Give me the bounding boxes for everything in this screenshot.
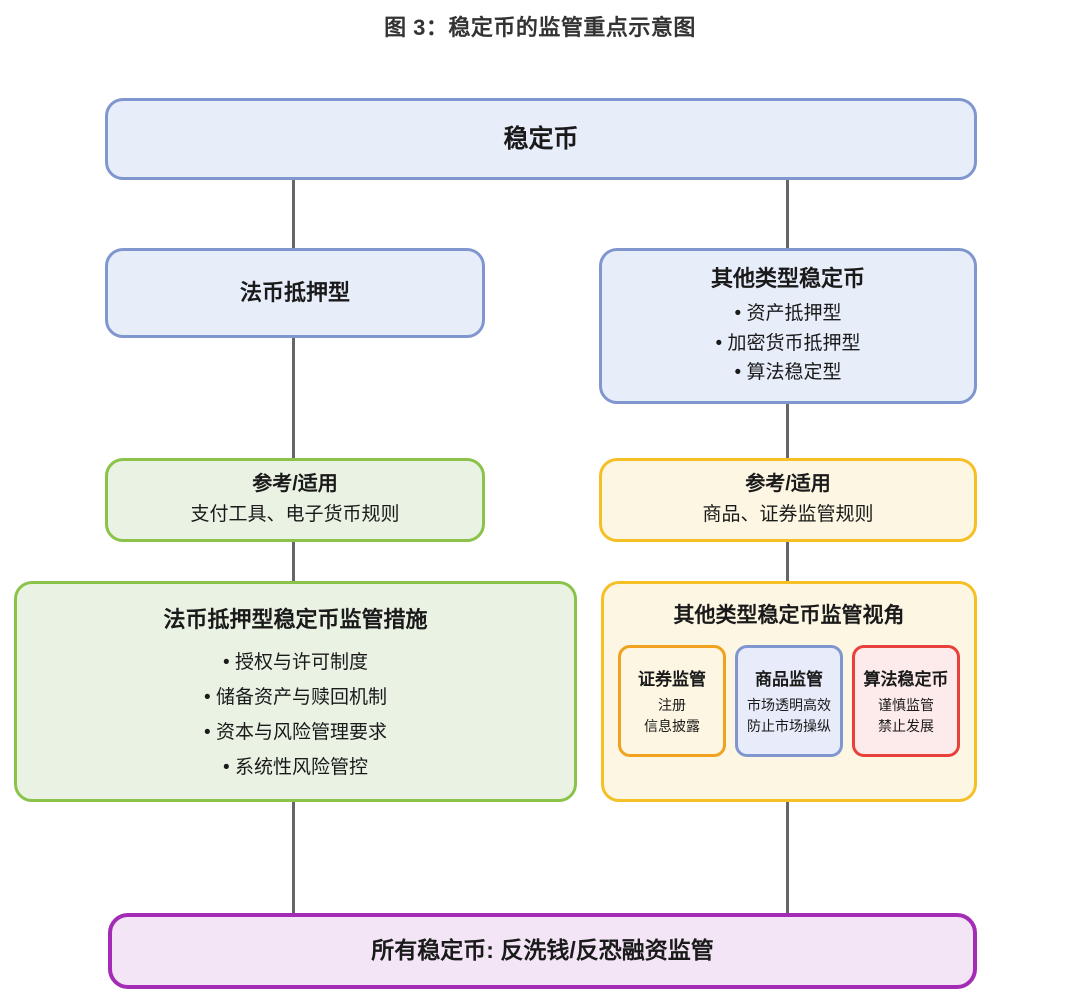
list-item: 算法稳定型 [716, 358, 861, 387]
node-other-views-title: 其他类型稳定币监管视角 [673, 604, 905, 627]
node-reference-payment-title: 参考/适用 [252, 472, 338, 495]
subnode-line: 谨慎监管 [878, 697, 934, 714]
node-fiat-backed[interactable]: 法币抵押型 [105, 248, 485, 338]
figure-title: 图 3：稳定币的监管重点示意图 [384, 15, 696, 40]
connector-root-to-fiat [292, 180, 295, 248]
node-aml-cft[interactable]: 所有稳定币: 反洗钱/反恐融资监管 [108, 913, 977, 989]
node-reference-payment-subtitle: 支付工具、电子货币规则 [190, 503, 400, 525]
node-fiat-measures-list: 授权与许可制度 储备资产与赎回机制 资本与风险管理要求 系统性风险管控 [204, 645, 387, 786]
connector-views-to-aml [786, 802, 789, 913]
connector-other-to-reference [786, 404, 789, 458]
subnode-commodity-regulation-title: 商品监管 [755, 670, 823, 690]
subnode-line: 禁止发展 [878, 718, 934, 735]
subnode-line: 注册 [658, 697, 686, 714]
subnode-securities-regulation-title: 证券监管 [638, 670, 706, 690]
node-stablecoin[interactable]: 稳定币 [105, 98, 977, 180]
list-item: 储备资产与赎回机制 [204, 680, 387, 715]
node-fiat-backed-title: 法币抵押型 [239, 279, 350, 305]
node-aml-cft-title: 所有稳定币: 反洗钱/反恐融资监管 [371, 937, 714, 964]
connector-reference-to-views [786, 542, 789, 581]
connector-root-to-other [786, 180, 789, 248]
node-other-types[interactable]: 其他类型稳定币 资产抵押型 加密货币抵押型 算法稳定型 [599, 248, 977, 404]
node-other-views[interactable]: 其他类型稳定币监管视角 证券监管 注册 信息披露 商品监管 市场透明高效 防止市… [601, 581, 977, 802]
connector-fiat-to-reference [292, 338, 295, 458]
node-other-views-subnodes: 证券监管 注册 信息披露 商品监管 市场透明高效 防止市场操纵 算法稳定币 谨慎… [618, 645, 960, 758]
subnode-line: 信息披露 [644, 718, 700, 735]
node-reference-securities[interactable]: 参考/适用 商品、证券监管规则 [599, 458, 977, 542]
list-item: 加密货币抵押型 [716, 329, 860, 358]
subnode-algorithmic-stablecoin-title: 算法稳定币 [863, 670, 949, 690]
node-reference-securities-title: 参考/适用 [745, 472, 831, 495]
node-fiat-measures-title: 法币抵押型稳定币监管措施 [163, 607, 428, 632]
connector-measures-to-aml [292, 802, 295, 913]
node-other-types-list: 资产抵押型 加密货币抵押型 算法稳定型 [716, 299, 861, 387]
node-reference-payment[interactable]: 参考/适用 支付工具、电子货币规则 [105, 458, 485, 542]
subnode-line: 市场透明高效 [747, 697, 831, 714]
subnode-line: 防止市场操纵 [747, 718, 831, 735]
subnode-commodity-regulation[interactable]: 商品监管 市场透明高效 防止市场操纵 [735, 645, 843, 758]
list-item: 资产抵押型 [716, 299, 861, 328]
node-other-types-title: 其他类型稳定币 [710, 265, 865, 291]
subnode-securities-regulation[interactable]: 证券监管 注册 信息披露 [618, 645, 726, 758]
subnode-algorithmic-stablecoin[interactable]: 算法稳定币 谨慎监管 禁止发展 [852, 645, 960, 758]
node-reference-securities-subtitle: 商品、证券监管规则 [702, 503, 874, 525]
list-item: 系统性风险管控 [204, 750, 387, 785]
node-stablecoin-title: 稳定币 [503, 124, 579, 153]
list-item: 授权与许可制度 [204, 645, 387, 680]
node-fiat-measures[interactable]: 法币抵押型稳定币监管措施 授权与许可制度 储备资产与赎回机制 资本与风险管理要求… [14, 581, 577, 802]
connector-reference-to-measures [292, 542, 295, 581]
list-item: 资本与风险管理要求 [204, 715, 387, 750]
